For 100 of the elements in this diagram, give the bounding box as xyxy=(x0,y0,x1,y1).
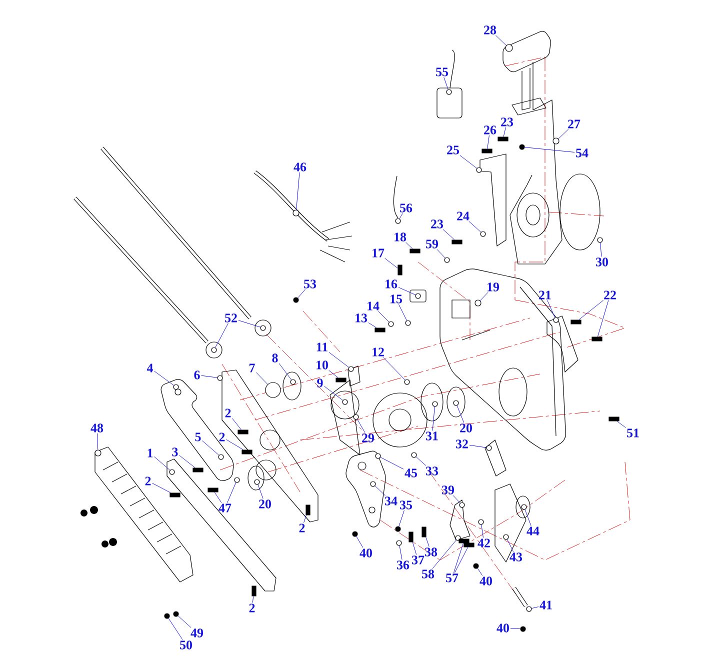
washer xyxy=(444,257,450,263)
callout-number: 40 xyxy=(496,624,509,632)
washer xyxy=(292,210,300,216)
leader-line xyxy=(597,300,609,337)
screw xyxy=(374,328,386,332)
leader-line xyxy=(524,509,532,526)
callout-number: 54 xyxy=(576,148,588,158)
leader-line xyxy=(215,323,228,348)
callout-number: 55 xyxy=(436,68,448,76)
leader-line xyxy=(179,455,196,468)
callout-number: 11 xyxy=(316,342,328,352)
callout-number: 37 xyxy=(412,556,424,564)
screw xyxy=(192,468,204,472)
callout-number: 41 xyxy=(540,600,552,610)
screw xyxy=(408,532,414,542)
screw xyxy=(306,504,310,516)
leader-line xyxy=(227,482,236,503)
callout-number: 29 xyxy=(362,434,374,442)
callout-number: 45 xyxy=(404,468,417,478)
callout-number: 49 xyxy=(190,628,204,638)
leader-line xyxy=(226,439,244,450)
callout-number: 33 xyxy=(426,466,438,476)
screw xyxy=(452,240,462,244)
callout-number: 2 xyxy=(299,524,305,532)
callout-number: 26 xyxy=(484,126,496,134)
leader-line xyxy=(412,542,417,555)
callout-number: 4 xyxy=(146,364,153,372)
callout-number: 38 xyxy=(425,548,438,556)
leader-line xyxy=(384,258,398,268)
leader-line xyxy=(382,357,406,380)
leader-line xyxy=(456,405,464,423)
callout-number: 17 xyxy=(372,248,384,258)
leader-line xyxy=(495,35,506,46)
screw xyxy=(238,430,248,434)
leader-line xyxy=(238,320,261,328)
washer xyxy=(395,526,401,532)
washer xyxy=(505,44,513,52)
washer xyxy=(293,297,299,303)
screw xyxy=(208,488,218,492)
callout-number: 34 xyxy=(385,496,398,506)
leader-line xyxy=(154,370,174,386)
washer xyxy=(519,144,525,150)
leader-line xyxy=(444,77,448,90)
leader-line xyxy=(436,249,446,258)
callout-number: 53 xyxy=(304,280,316,288)
callout-number: 14 xyxy=(368,302,380,310)
leader-line xyxy=(256,372,268,385)
leader-line xyxy=(477,568,483,576)
leader-line xyxy=(398,287,416,296)
screw xyxy=(482,148,492,154)
washer xyxy=(476,167,482,173)
washer xyxy=(352,531,358,537)
screw xyxy=(608,416,620,422)
leader-line xyxy=(202,440,220,456)
screw xyxy=(458,538,470,544)
leader-line xyxy=(460,155,478,169)
leader-line xyxy=(480,292,488,301)
callout-number: 12 xyxy=(372,348,384,356)
washer xyxy=(388,321,394,327)
callout-number: 28 xyxy=(484,26,496,34)
washer xyxy=(265,382,281,398)
callout-number: 22 xyxy=(604,290,616,300)
leader-line xyxy=(258,484,264,499)
callout-number: 31 xyxy=(426,432,438,440)
callout-number: 2 xyxy=(249,604,255,612)
washer xyxy=(405,320,411,326)
callout-number: 46 xyxy=(294,162,306,172)
leader-line xyxy=(406,242,413,249)
washer xyxy=(404,379,410,385)
leader-line xyxy=(454,547,468,573)
leader-line xyxy=(468,221,482,232)
leader-line xyxy=(154,456,170,470)
washer xyxy=(526,606,532,612)
callout-number: 52 xyxy=(225,314,237,322)
callout-number: 58 xyxy=(422,570,434,578)
washer xyxy=(486,445,492,451)
leader-line xyxy=(398,510,404,527)
callout-number: 10 xyxy=(316,360,328,370)
callout-number: 30 xyxy=(596,258,608,266)
leader-line xyxy=(558,129,569,139)
washer xyxy=(552,138,560,144)
screw xyxy=(498,136,508,142)
washer xyxy=(480,231,486,237)
screw xyxy=(398,264,402,276)
callout-number: 27 xyxy=(568,120,580,128)
callout-number: 20 xyxy=(460,424,472,432)
callout-number: 39 xyxy=(442,486,454,494)
screw xyxy=(592,336,602,342)
washer xyxy=(211,347,217,353)
callout-number: 3 xyxy=(172,448,178,456)
leader-line xyxy=(328,370,338,378)
washer xyxy=(521,504,527,510)
leader-line xyxy=(531,606,539,609)
leader-line xyxy=(442,229,455,240)
leader-line xyxy=(374,486,386,496)
leader-line xyxy=(296,172,300,210)
leader-line xyxy=(398,304,407,321)
washer xyxy=(474,300,482,306)
leader-line xyxy=(201,375,218,378)
leader-line xyxy=(304,515,306,523)
